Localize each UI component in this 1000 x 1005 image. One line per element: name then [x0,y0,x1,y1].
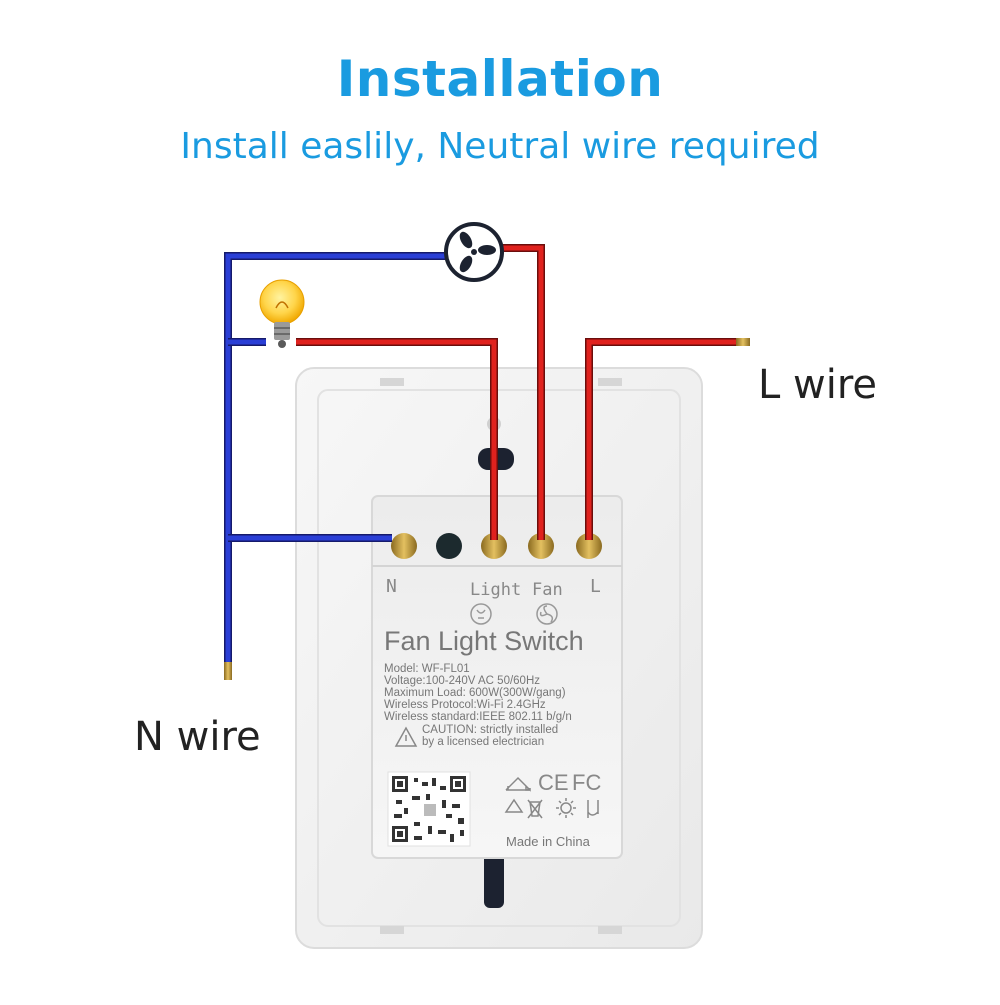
certification-icons-row [504,798,599,819]
light-bulb-icon [259,279,305,348]
made-in-text: Made in China [506,834,590,849]
spec-voltage: Voltage:100-240V AC 50/60Hz [384,675,541,687]
qr-code [387,771,471,847]
l-wire-bare-end [736,338,750,346]
plate-tab [380,378,404,386]
weee-bin-icon [527,799,543,819]
plate-inner-frame [317,389,681,927]
terminal-n [391,533,417,559]
n-wire-label: N wire [134,714,261,760]
rcm-mark-icon [504,798,524,813]
plate-slot-bottom [484,852,504,908]
plate-tab [598,926,622,934]
spec-max-load: Maximum Load: 600W(300W/gang) [384,687,566,699]
terminal-label-n: N [386,576,397,597]
caution-line-2: by a licensed electrician [422,736,545,748]
terminal-label-light: Light [470,580,522,600]
plate-tab [598,378,622,386]
light-terminal-bulb-icon [470,603,492,625]
sun-icon [560,802,572,814]
page-title: Installation [336,50,664,108]
fan-terminal-fan-icon [536,603,558,625]
unit-mark-icon [587,800,599,818]
n-wire-bare-end [224,662,232,680]
spec-wireless-standard: Wireless standard:IEEE 802.11 b/g/n [384,711,572,723]
terminal-light [481,533,507,559]
terminal-l [576,533,602,559]
terminal-empty [436,533,462,559]
terminal-label-l: L [590,576,601,597]
plate-tab [380,926,404,934]
fan-icon [444,222,504,282]
live-wires [296,244,736,540]
terminal-screws [391,533,602,559]
caution-line-1: CAUTION: strictly installed [422,724,559,736]
neutral-wires [224,252,448,668]
caution-triangle-icon [394,726,418,747]
spec-wireless-protocol: Wireless Protocol:Wi-Fi 2.4GHz [384,699,546,711]
fcc-mark: FC [572,770,602,795]
product-name: Fan Light Switch [384,626,584,656]
caution-text: CAUTION: strictly installed by a license… [422,724,558,748]
terminal-fan [528,533,554,559]
terminal-label-fan: Fan [532,580,563,600]
ce-mark: CE [538,770,569,795]
l-wire-label: L wire [758,362,878,408]
spec-model: Model: WF-FL01 [384,663,470,675]
page-subtitle: Install easlily, Neutral wire required [180,126,820,167]
